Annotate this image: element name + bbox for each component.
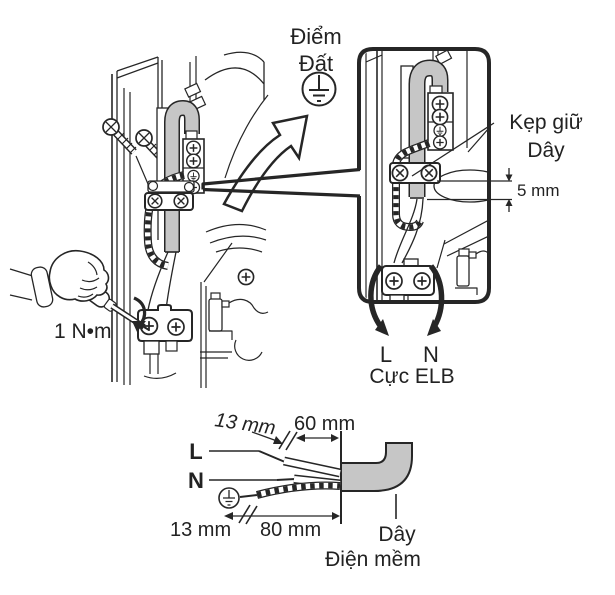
torque-label: 1 N•m (54, 320, 112, 343)
clamp-screw-icon (391, 164, 409, 182)
glove-hand (48, 249, 110, 302)
neutral-bare-wire (276, 478, 296, 481)
wire-connector (184, 82, 202, 98)
elb-screw-icon (167, 318, 185, 336)
ground-bare-wire (239, 494, 258, 498)
zoom-inset-panel (357, 47, 491, 304)
cord-neutral-label: N (188, 468, 204, 493)
clamp-gap-dimension: 5 mm (427, 168, 560, 212)
elb-screw-icon (385, 272, 403, 290)
cable-clamp (144, 180, 195, 211)
twisted-ground-wire (392, 139, 431, 232)
terminal-strip (182, 138, 205, 195)
torque-arrow-icon (132, 296, 147, 332)
bottom-sheath-dimension-label: 80 mm (260, 519, 321, 541)
glove-cuff (30, 266, 54, 308)
inset-border (357, 47, 491, 304)
cord-label-callout: Dây Điện mềm (325, 494, 421, 571)
live-insulation (283, 458, 341, 476)
terminal-strip (427, 92, 454, 151)
hand-with-screwdriver (9, 249, 150, 331)
valve-component (455, 248, 487, 295)
wire-connector (435, 51, 453, 66)
cord-sheath (340, 442, 413, 492)
cable-clamp (389, 162, 441, 184)
wire-clamp-callout: Kẹp giữ Dây (411, 111, 583, 177)
terminal-arrows: L N Cực ELB (368, 264, 455, 388)
bottom-dimensions: 13 mm 80 mm (170, 504, 340, 541)
cord-label-line1: Dây (378, 523, 416, 546)
clamp-screw-icon (173, 193, 189, 209)
top-strip-dimension-label: 13 mm (213, 409, 277, 439)
elb-terminal-block (137, 304, 193, 379)
elb-wires (393, 198, 424, 264)
zoom-wedge-lines (201, 167, 361, 198)
gap-dimension-label: 5 mm (517, 181, 560, 200)
elb-screw-icon (413, 272, 431, 290)
n-terminal-arrow-icon (427, 264, 445, 336)
cord-strip-figure: L N 13 mm 60 mm (170, 409, 421, 571)
ground-point-callout: Điểm Đất (222, 24, 342, 213)
top-sheath-dimension-label: 60 mm (294, 413, 355, 435)
l-terminal-arrow-icon (368, 264, 389, 336)
ground-point-line1: Điểm (290, 24, 341, 49)
mounting-screw-icon (102, 118, 137, 155)
elb-terminal-block (381, 258, 435, 300)
terminal-live-label: L (380, 342, 392, 367)
terminal-caption: Cực ELB (369, 365, 454, 388)
top-dimensions: 13 mm 60 mm (213, 409, 355, 451)
inset-interior (365, 51, 487, 300)
live-bare-wire (258, 450, 286, 463)
power-cable (408, 59, 449, 199)
earth-ground-icon (301, 71, 337, 107)
ground-screw-icon (433, 123, 447, 138)
unit-side-details (208, 268, 269, 340)
clamp-screw-icon (147, 193, 163, 209)
clamp-label-line1: Kẹp giữ (509, 111, 583, 134)
cord-live-label: L (189, 439, 202, 464)
clamp-label-line2: Dây (527, 139, 565, 162)
bottom-strip-dimension-label: 13 mm (170, 519, 231, 541)
earth-ground-icon-small (218, 487, 240, 509)
ground-screw-icon (187, 169, 200, 183)
left-unit-illustration: 1 N•m (9, 51, 269, 388)
ground-twisted-wire (255, 481, 341, 499)
terminal-neutral-label: N (423, 342, 439, 367)
zoom-callout-arrow-icon (222, 114, 309, 213)
cord-label-line2: Điện mềm (325, 548, 421, 571)
fan-housing-ellipse (433, 169, 487, 203)
